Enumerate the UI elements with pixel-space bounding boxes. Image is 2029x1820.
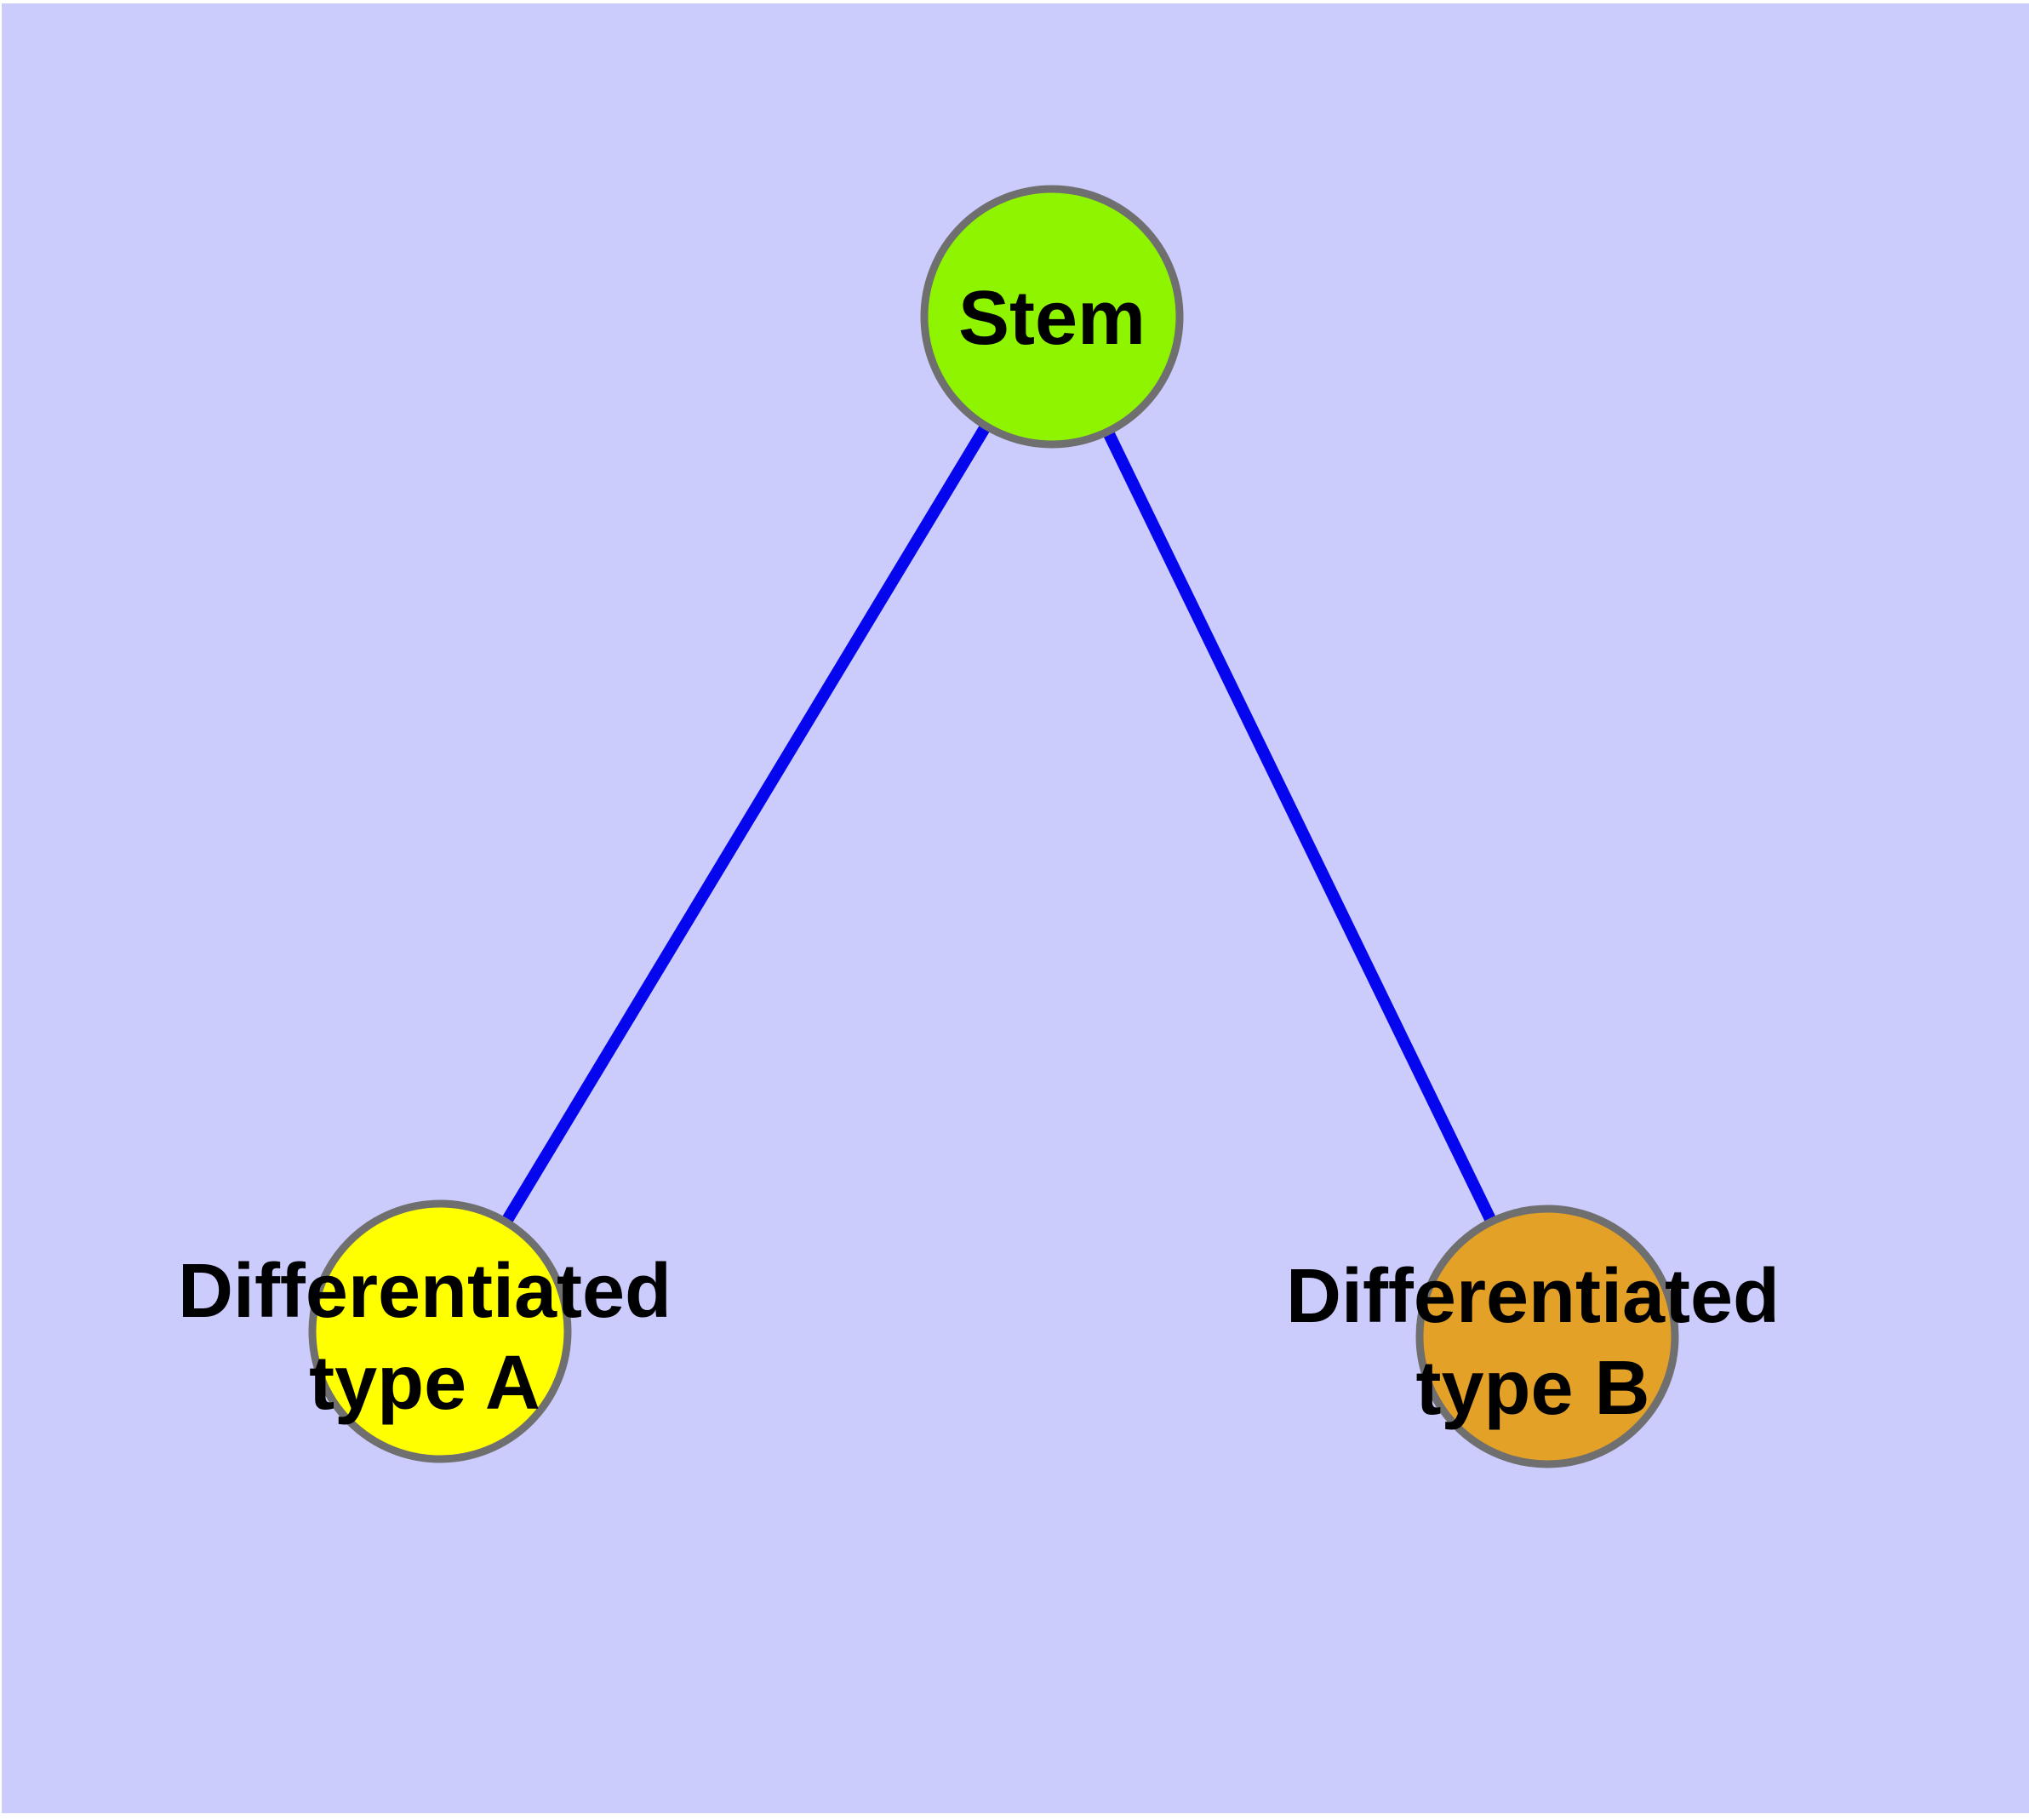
node-type-a-label-line2: type A bbox=[309, 1341, 540, 1426]
node-differentiated-type-b: Differentiated type B bbox=[1286, 1205, 1780, 1468]
edge-stem-to-type-a bbox=[435, 313, 1057, 1335]
node-type-b-label-line1: Differentiated bbox=[1286, 1254, 1780, 1339]
node-type-b-circle bbox=[1415, 1205, 1679, 1468]
node-stem-label: Stem bbox=[958, 276, 1146, 361]
node-stem-circle bbox=[920, 185, 1184, 449]
node-differentiated-type-a: Differentiated type A bbox=[178, 1199, 672, 1463]
node-type-b-label-line2: type B bbox=[1415, 1346, 1649, 1431]
node-type-a-label-line1: Differentiated bbox=[178, 1249, 672, 1334]
node-stem: Stem bbox=[920, 185, 1184, 449]
node-type-a-circle bbox=[308, 1199, 572, 1463]
edge-stem-to-type-b bbox=[1046, 313, 1553, 1340]
edge-group bbox=[435, 313, 1553, 1340]
